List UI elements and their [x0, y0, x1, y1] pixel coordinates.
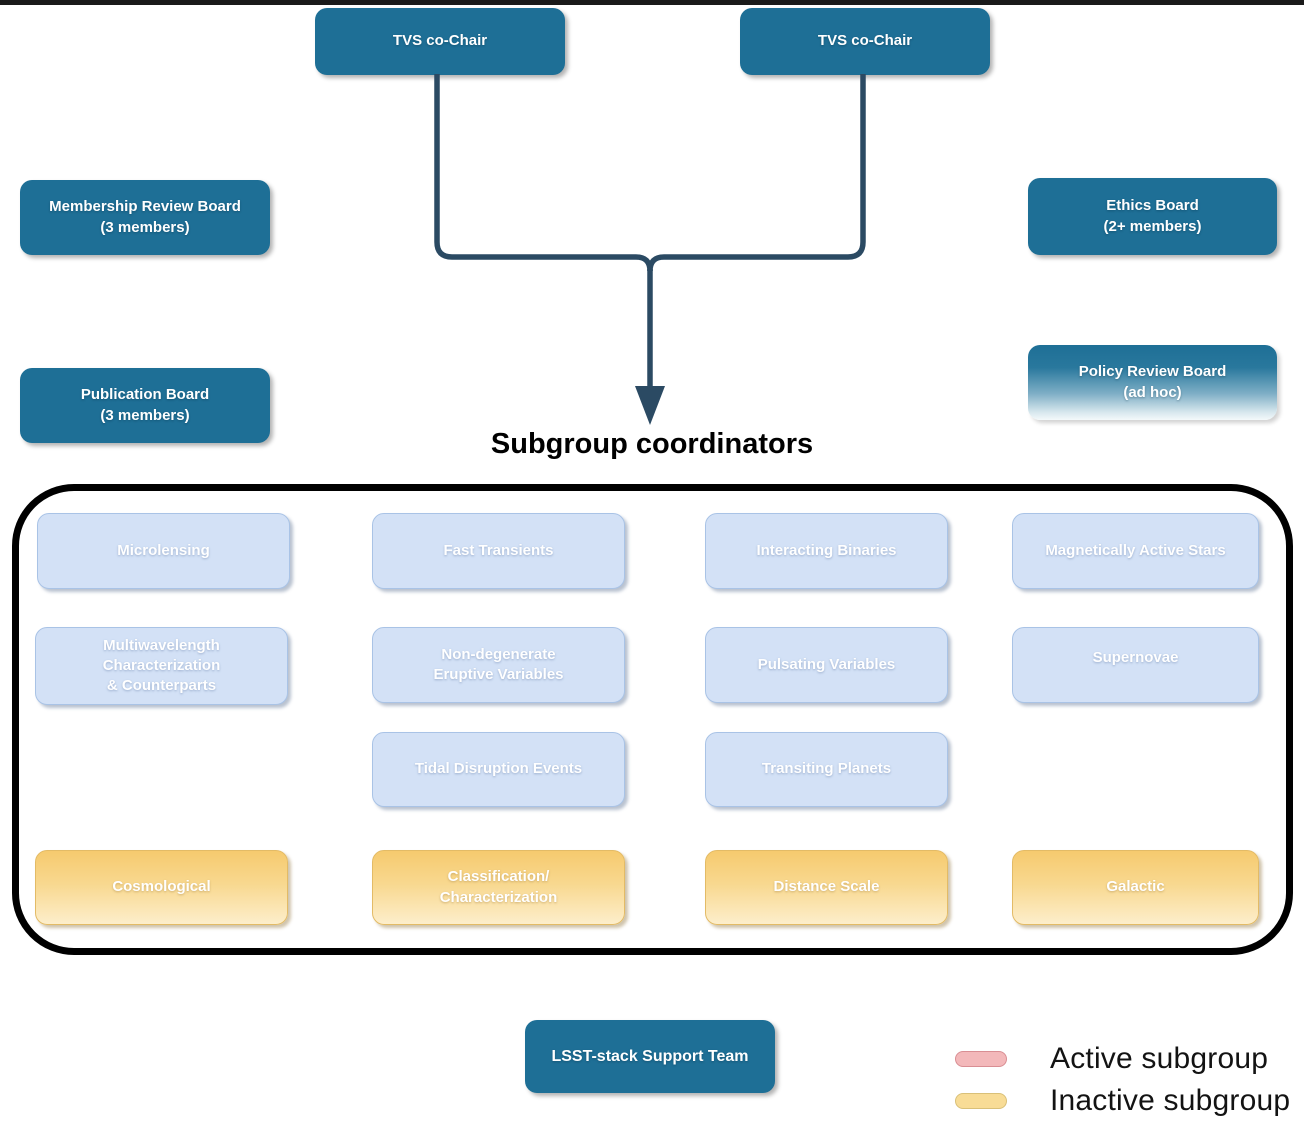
- policy-review-board-label: Policy Review Board (ad hoc): [1078, 363, 1227, 401]
- subgroup-label: Supernovae: [1092, 648, 1179, 666]
- legend-row-inactive: Inactive subgroup: [955, 1084, 1290, 1118]
- subgroup-box-classification-characterization: Classification/ Characterization: [372, 850, 625, 925]
- subgroup-label: Microlensing: [117, 541, 210, 559]
- policy-review-board-box: Policy Review Board (ad hoc): [1028, 345, 1277, 420]
- lsst-stack-support-team-label: LSST-stack Support Team: [551, 1047, 749, 1065]
- ethics-board-box: Ethics Board (2+ members): [1028, 178, 1277, 255]
- legend-row-active: Active subgroup: [955, 1042, 1290, 1076]
- subgroup-label: Distance Scale: [773, 878, 880, 896]
- lsst-stack-support-team-box: LSST-stack Support Team: [525, 1020, 775, 1093]
- subgroup-label: Classification/ Characterization: [439, 868, 558, 906]
- subgroup-box-magnetically-active-stars: Magnetically Active Stars: [1012, 513, 1259, 589]
- window-top-border: [0, 0, 1304, 5]
- subgroup-box-cosmological: Cosmological: [35, 850, 288, 925]
- subgroup-coordinators-title: Subgroup coordinators: [490, 428, 814, 460]
- subgroup-label: Pulsating Variables: [757, 655, 896, 673]
- subgroup-label: Magnetically Active Stars: [1045, 541, 1226, 559]
- active-subgroup-label: Active subgroup: [1050, 1042, 1269, 1075]
- subgroup-box-galactic: Galactic: [1012, 850, 1259, 925]
- subgroup-box-microlensing: Microlensing: [37, 513, 290, 589]
- subgroup-box-pulsating-variables: Pulsating Variables: [705, 627, 948, 703]
- subgroup-label: Fast Transients: [443, 541, 554, 559]
- subgroup-label: Tidal Disruption Events: [414, 760, 583, 778]
- subgroup-label: Galactic: [1106, 878, 1165, 896]
- subgroup-box-tidal-disruption-events: Tidal Disruption Events: [372, 732, 625, 807]
- active-subgroup-swatch: [955, 1051, 1007, 1067]
- arrowhead-icon: [635, 386, 665, 425]
- subgroup-box-multiwavelength: Multiwavelength Characterization & Count…: [35, 627, 288, 705]
- subgroup-label: Cosmological: [112, 878, 211, 896]
- tvs-co-chair-label: TVS co-Chair: [392, 32, 488, 50]
- connector-arrow: [434, 74, 866, 425]
- subgroup-box-transiting-planets: Transiting Planets: [705, 732, 948, 807]
- legend: Active subgroup Inactive subgroup: [955, 1042, 1290, 1118]
- subgroup-box-supernovae: Supernovae: [1012, 627, 1259, 703]
- subgroup-box-distance-scale: Distance Scale: [705, 850, 948, 925]
- subgroup-container: [12, 484, 1293, 955]
- tvs-co-chair-label: TVS co-Chair: [817, 32, 913, 50]
- membership-review-board-label: Membership Review Board (3 members): [49, 198, 241, 236]
- subgroup-box-fast-transients: Fast Transients: [372, 513, 625, 589]
- subgroup-box-interacting-binaries: Interacting Binaries: [705, 513, 948, 589]
- tvs-co-chair-box-2: TVS co-Chair: [740, 8, 990, 75]
- subgroup-label: Interacting Binaries: [756, 541, 897, 559]
- subgroup-label: Multiwavelength Characterization & Count…: [102, 636, 221, 695]
- publication-board-box: Publication Board (3 members): [20, 368, 270, 443]
- subgroup-label: Transiting Planets: [761, 760, 892, 778]
- inactive-subgroup-swatch: [955, 1093, 1007, 1109]
- subgroup-label: Non-degenerate Eruptive Variables: [433, 645, 564, 683]
- subgroup-box-non-degenerate-eruptive-variables: Non-degenerate Eruptive Variables: [372, 627, 625, 703]
- publication-board-label: Publication Board (3 members): [80, 386, 210, 424]
- inactive-subgroup-label: Inactive subgroup: [1050, 1084, 1291, 1117]
- tvs-co-chair-box-1: TVS co-Chair: [315, 8, 565, 75]
- membership-review-board-box: Membership Review Board (3 members): [20, 180, 270, 255]
- ethics-board-label: Ethics Board (2+ members): [1103, 197, 1202, 235]
